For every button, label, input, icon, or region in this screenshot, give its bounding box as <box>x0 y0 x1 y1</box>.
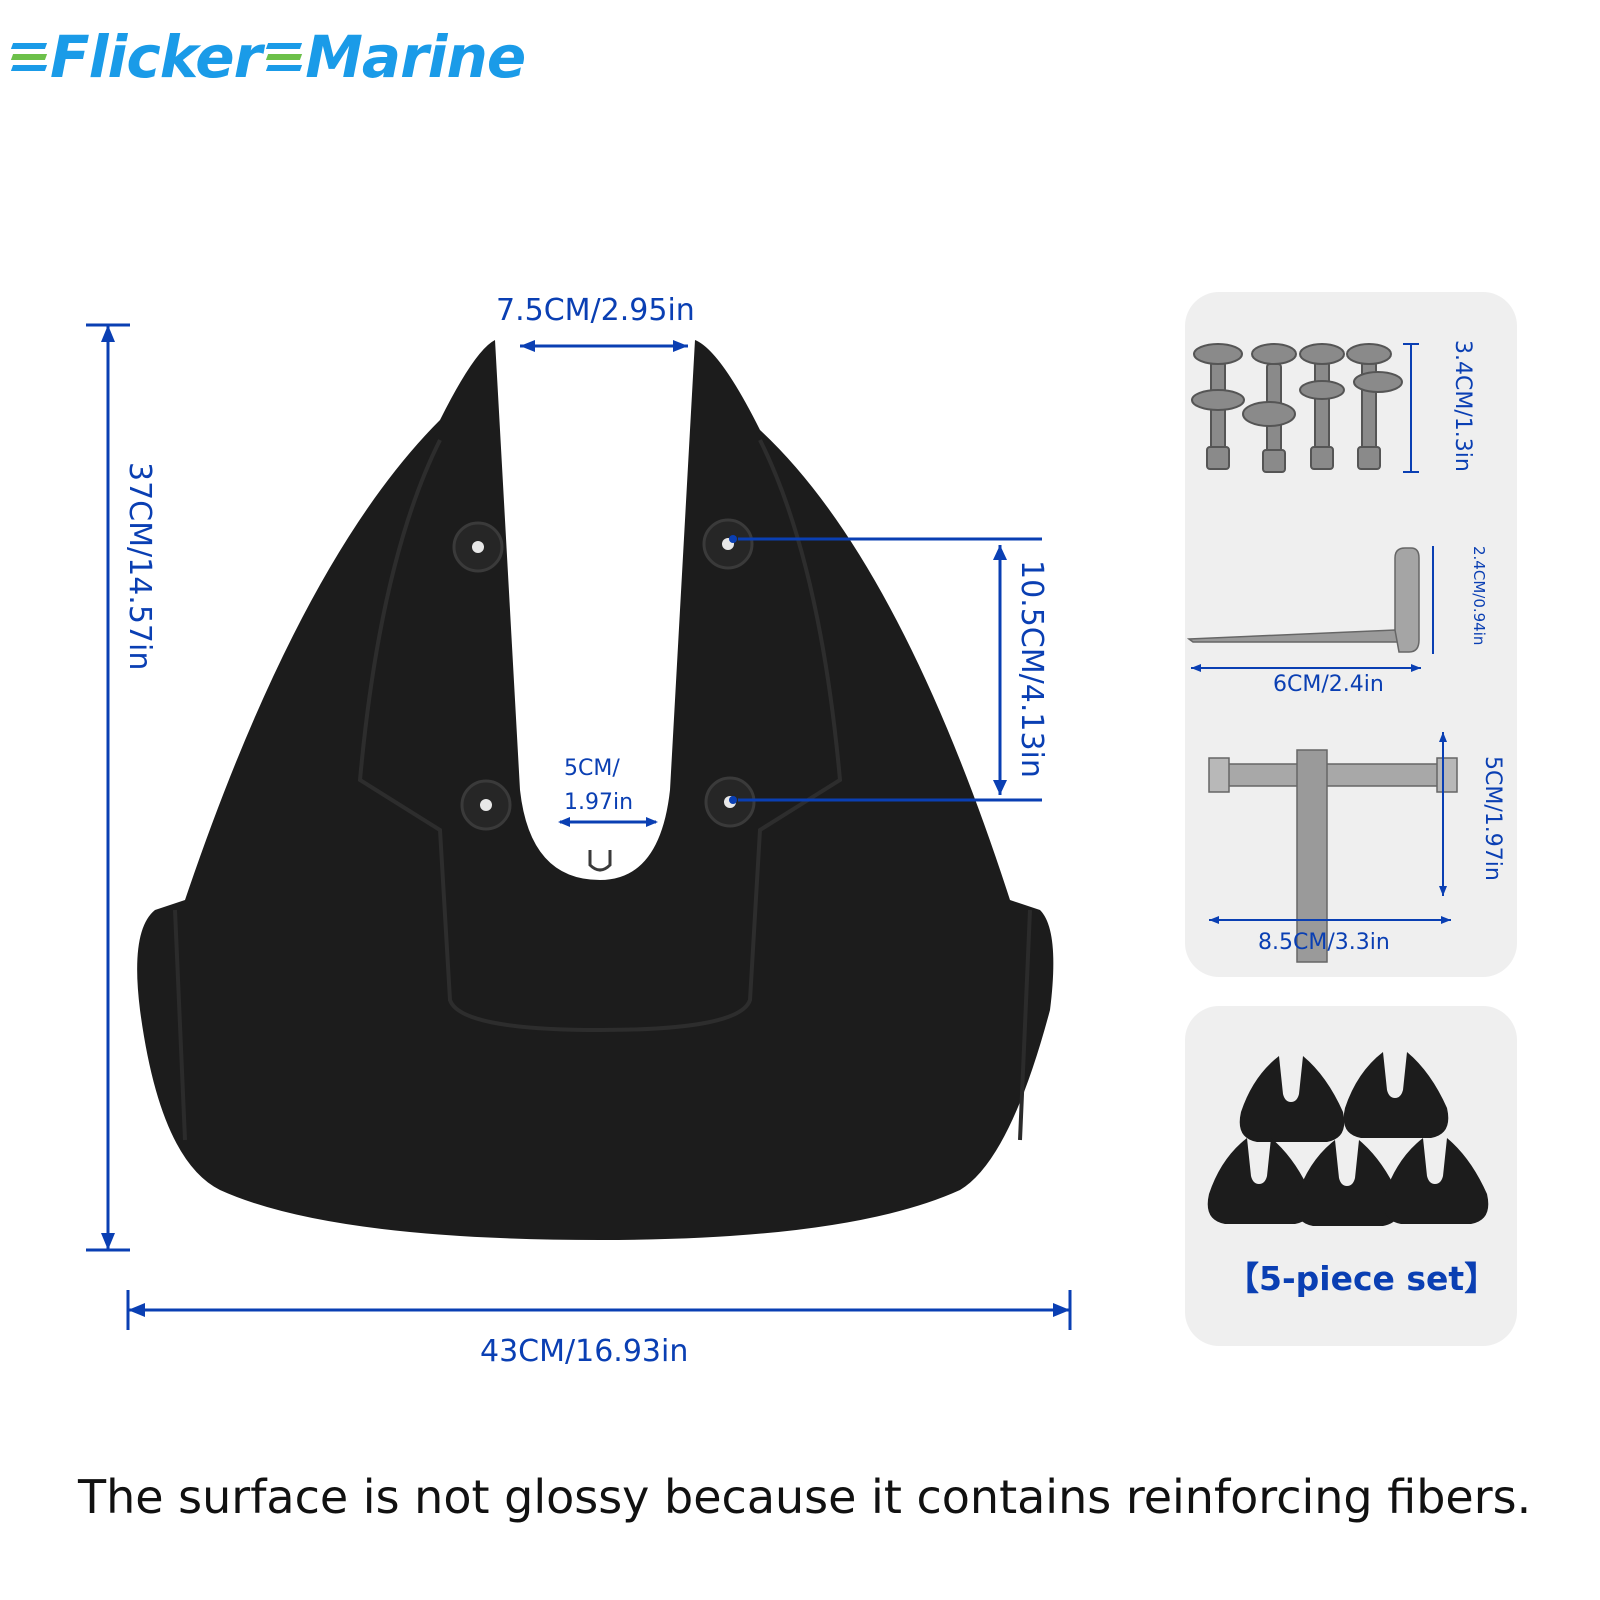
hole-spacing-dimension: 10.5CM/4.13in <box>1014 560 1049 778</box>
hydrofoil-contour <box>173 909 1032 1141</box>
surface-note: The surface is not glossy because it con… <box>78 1470 1532 1524</box>
mounting-holes <box>452 518 756 831</box>
brand-name-right: Marine <box>305 23 526 91</box>
five-piece-set-illustration <box>1207 1052 1489 1226</box>
set-label: 【5-piece set】 <box>1226 1259 1498 1298</box>
mini-hydrofoil-icons <box>1207 1052 1489 1226</box>
hydrofoil-body <box>137 340 1054 1240</box>
t-wrench-height-dimension: 5CM/1.97in <box>1480 756 1505 881</box>
l-key-height-dimension: 2.4CM/0.94in <box>1470 546 1488 646</box>
t-wrench-icon <box>1208 749 1458 963</box>
top-opening-dimension: 7.5CM/2.95in <box>496 293 695 328</box>
accessories-illustration <box>1186 343 1458 963</box>
l-key-icon <box>1186 547 1420 653</box>
brand-logo: Flicker Marine <box>10 22 526 92</box>
width-dimension: 43CM/16.93in <box>480 1334 689 1369</box>
hydrofoil-slot-notch <box>588 850 612 872</box>
bolts-icon <box>1191 343 1403 473</box>
l-key-length-dimension: 6CM/2.4in <box>1273 672 1384 697</box>
slot-width-dimension-line1: 5CM/ <box>564 756 620 781</box>
dimension-lines <box>86 323 1072 1330</box>
brand-name-left: Flicker <box>50 23 262 91</box>
height-dimension: 37CM/14.57in <box>122 462 157 671</box>
hydrofoil-contour <box>357 439 843 1033</box>
bolt-size-dimension: 3.4CM/1.3in <box>1450 340 1475 472</box>
t-wrench-width-dimension: 8.5CM/3.3in <box>1258 930 1390 955</box>
slot-width-dimension-line2: 1.97in <box>564 790 634 815</box>
